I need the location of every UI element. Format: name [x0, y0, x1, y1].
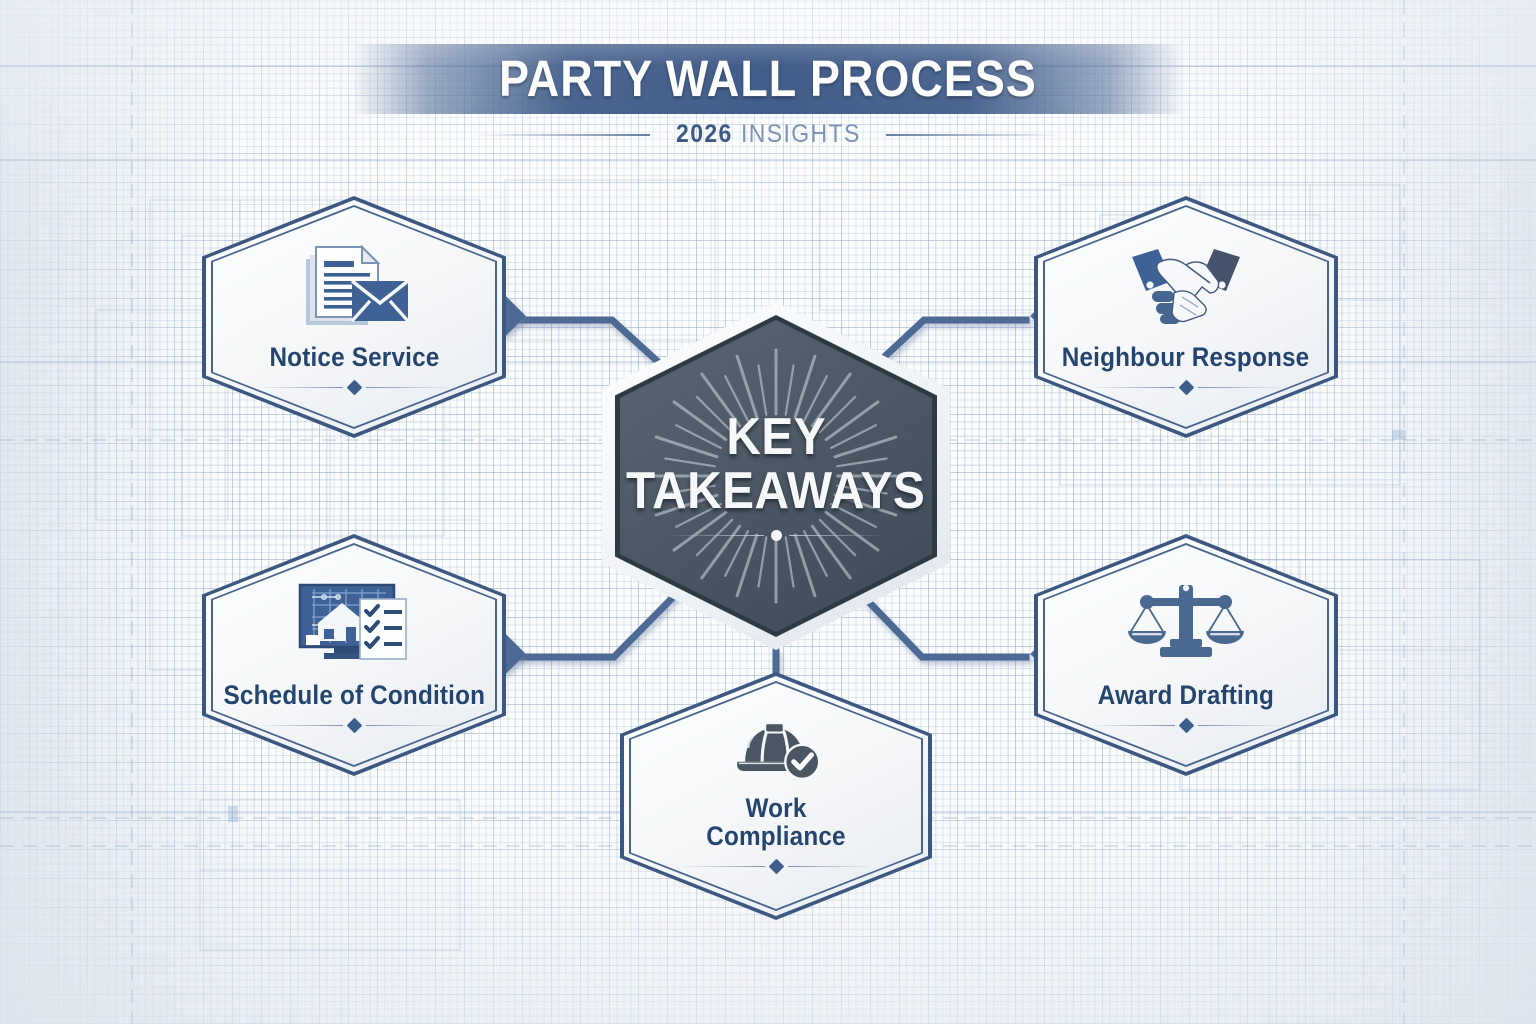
node-label-neighbour-response: Neighbour Response	[1062, 341, 1310, 372]
divider-line-right	[365, 725, 452, 727]
document-envelope-icon	[306, 244, 410, 325]
handshake-icon	[1132, 248, 1240, 324]
connector-schedule-of-condition	[506, 565, 705, 661]
blueprint-checklist-icon	[298, 583, 407, 660]
divider-line-left	[1088, 725, 1175, 727]
node-label-notice-service: Notice Service	[268, 341, 440, 372]
divider-diamond	[346, 717, 362, 734]
subtitle-year: 2026	[675, 120, 733, 148]
center-hexagon-key-takeaways[interactable]: KEY TAKEAWAYS	[602, 302, 950, 650]
node-divider	[1088, 379, 1284, 396]
divider-line-right	[787, 866, 874, 868]
node-label-award-drafting: Award Drafting	[1097, 679, 1275, 710]
center-divider-line-right	[788, 534, 887, 536]
subtitle-word: INSIGHTS	[740, 120, 861, 148]
divider-line-left	[1088, 387, 1175, 389]
center-title-line1: KEY	[726, 408, 826, 467]
divider-line-right	[365, 387, 452, 389]
scales-of-justice-icon	[1128, 584, 1244, 657]
node-notice-service[interactable]: Notice Service	[202, 196, 506, 438]
center-title-line2: TAKEAWAYS	[626, 461, 926, 520]
subtitle-rule-left	[473, 133, 650, 136]
divider-diamond	[1178, 379, 1194, 396]
node-divider	[678, 858, 874, 875]
node-label-schedule-of-condition: Schedule of Condition	[223, 679, 485, 710]
divider-line-left	[256, 387, 343, 389]
node-work-compliance[interactable]: Work Compliance	[620, 672, 932, 920]
divider-diamond	[1178, 717, 1194, 734]
center-divider-line-left	[665, 534, 764, 536]
divider-diamond	[768, 858, 784, 875]
node-label-work-compliance: Work Compliance	[706, 793, 846, 852]
divider-line-right	[1197, 725, 1284, 727]
node-divider	[1088, 717, 1284, 734]
center-divider	[665, 529, 887, 541]
node-divider	[256, 717, 452, 734]
divider-line-right	[1197, 387, 1284, 389]
node-neighbour-response[interactable]: Neighbour Response	[1034, 196, 1338, 438]
divider-line-left	[678, 866, 765, 868]
node-schedule-of-condition[interactable]: Schedule of Condition	[202, 534, 506, 776]
divider-diamond	[346, 379, 362, 396]
center-divider-dot	[770, 529, 782, 541]
page-title: PARTY WALL PROCESS	[499, 50, 1037, 107]
hard-hat-check-icon	[737, 722, 821, 780]
subtitle-rule-right	[886, 133, 1063, 136]
node-award-drafting[interactable]: Award Drafting	[1034, 534, 1338, 776]
sunburst-rays-icon	[648, 348, 904, 604]
title-band: PARTY WALL PROCESS	[352, 44, 1184, 114]
node-divider	[256, 379, 452, 396]
divider-line-left	[256, 725, 343, 727]
